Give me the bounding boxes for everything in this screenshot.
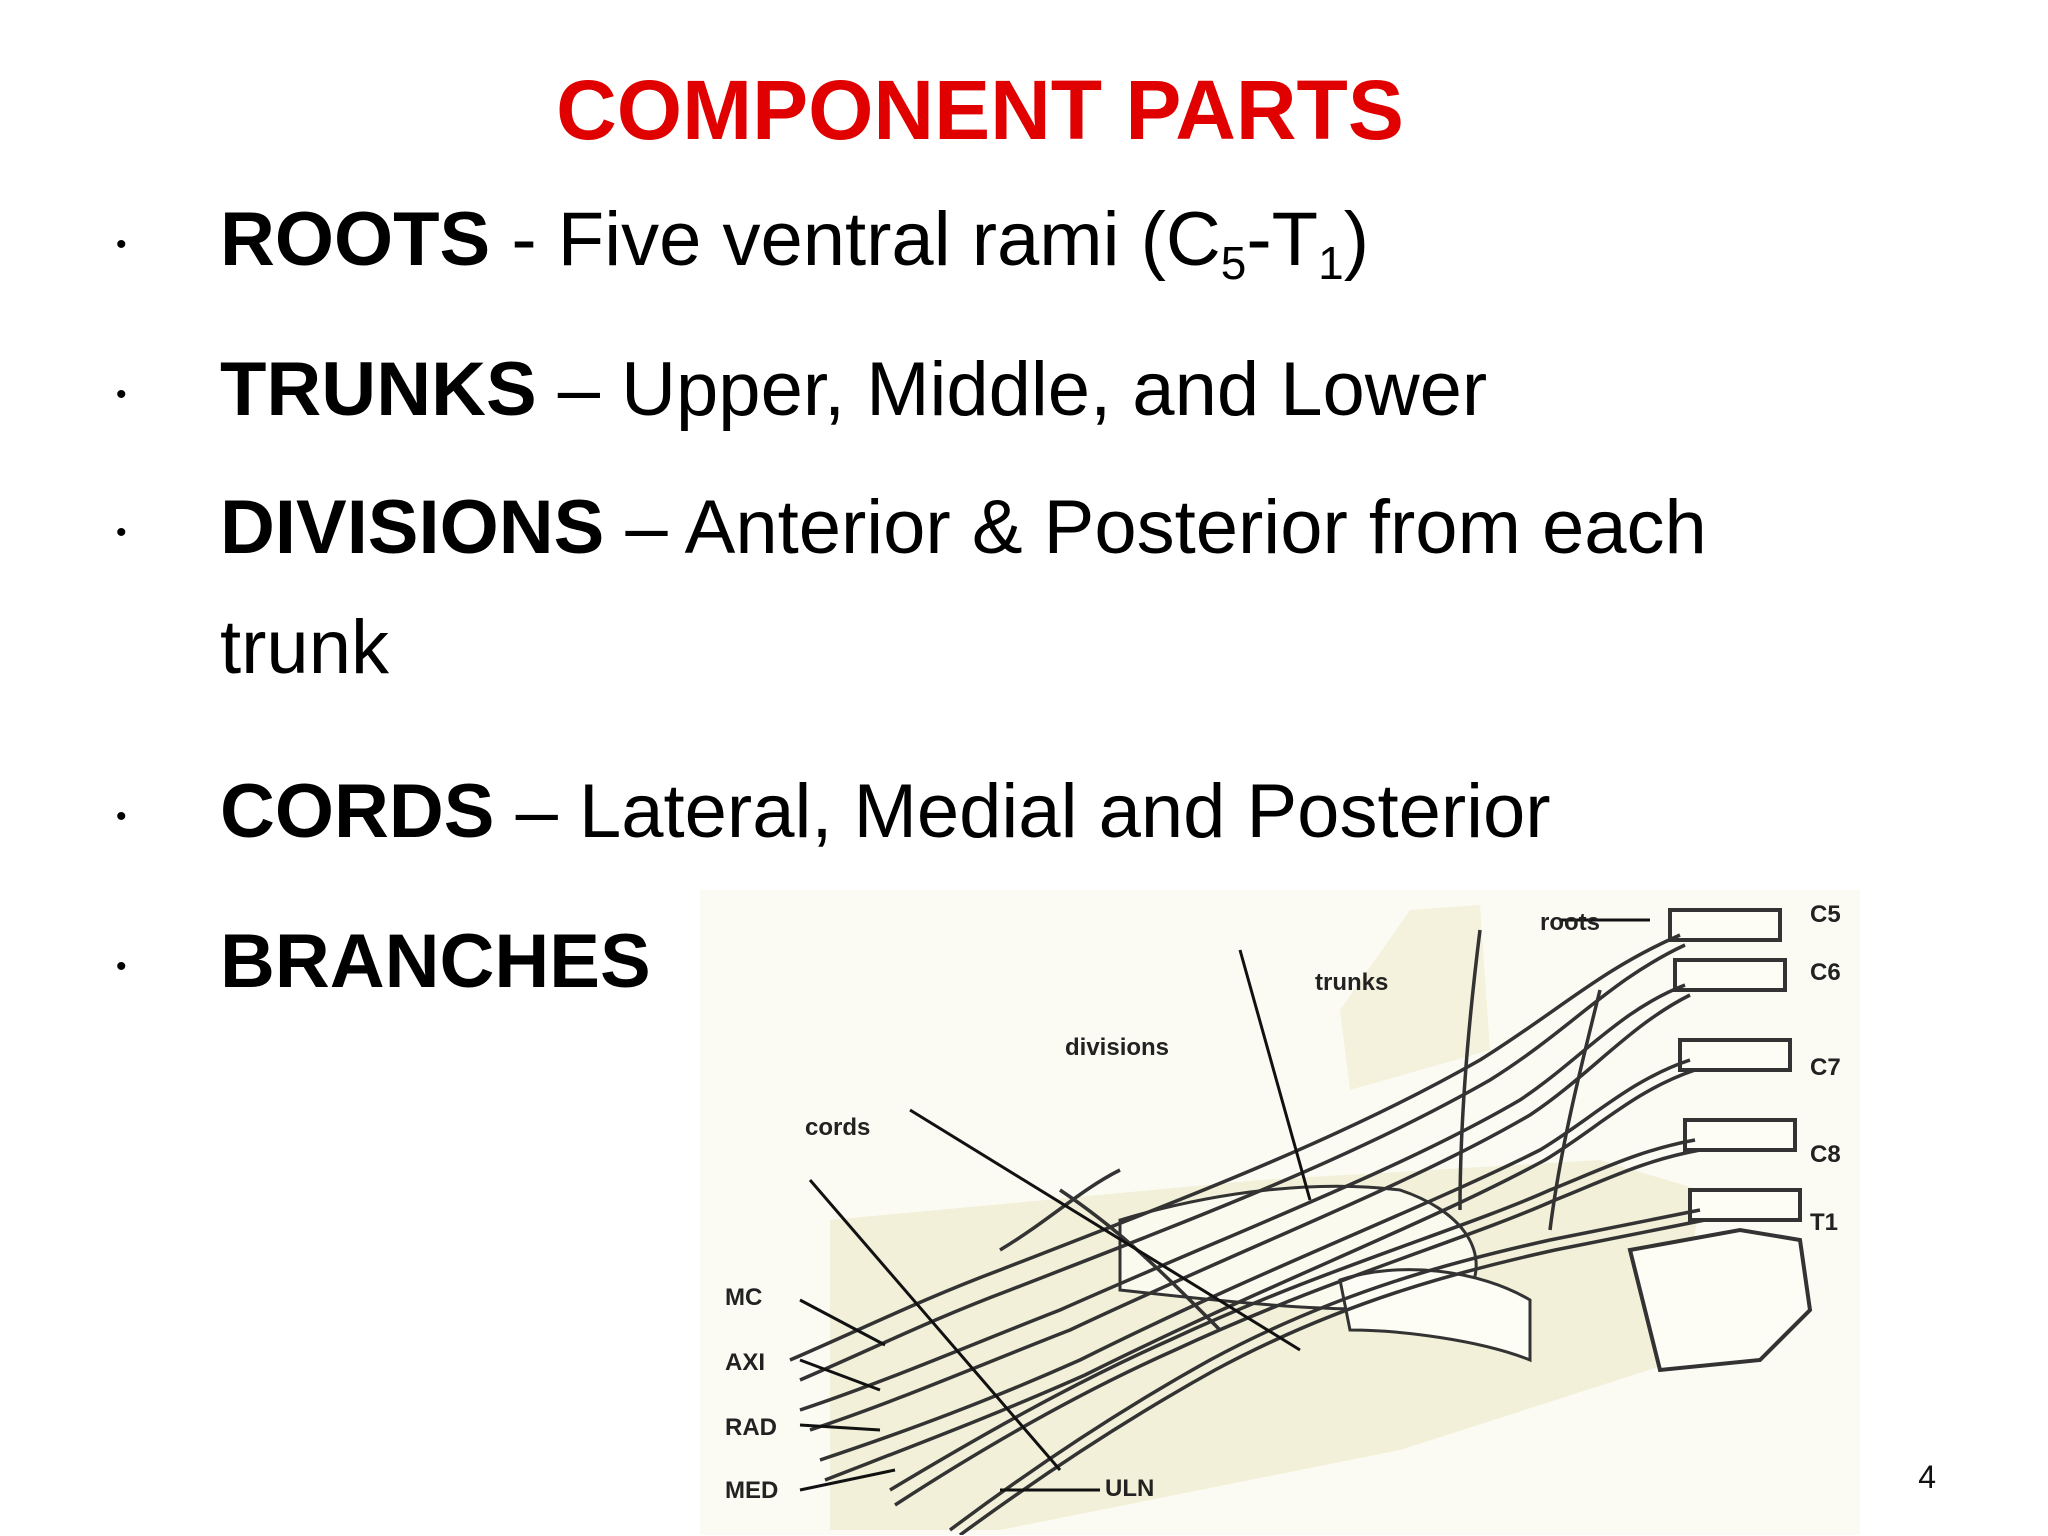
item-term: CORDS: [220, 769, 495, 854]
item-separator: –: [494, 769, 579, 854]
item-term: TRUNKS: [220, 347, 537, 432]
label-c8: C8: [1810, 1141, 1841, 1168]
brachial-plexus-diagram: roots trunks divisions cords MC AXI RAD …: [700, 890, 1860, 1535]
label-med: MED: [725, 1477, 778, 1504]
label-c7: C7: [1810, 1054, 1841, 1081]
item-trunks: TRUNKS – Upper, Middle, and Lower: [220, 346, 1487, 433]
subscript: 1: [1318, 237, 1344, 289]
item-desc-mid: -T: [1246, 197, 1319, 282]
label-roots: roots: [1540, 909, 1600, 936]
label-c5: C5: [1810, 901, 1841, 928]
leader-lines: [799, 918, 1650, 1492]
label-c6: C6: [1810, 959, 1841, 986]
bullet-marker: •: [116, 378, 127, 411]
item-divisions-continued: trunk: [220, 605, 389, 690]
label-divisions: divisions: [1065, 1034, 1169, 1061]
item-desc: Anterior & Posterior from each: [684, 485, 1707, 570]
bullet-marker: •: [116, 228, 127, 261]
label-axi: AXI: [725, 1349, 765, 1376]
bullet-marker: •: [116, 800, 127, 833]
slide-title: COMPONENT PARTS: [556, 63, 1404, 157]
item-separator: –: [604, 485, 685, 570]
item-separator: -: [490, 197, 558, 282]
first-rib: [1338, 1268, 1532, 1363]
item-term: ROOTS: [220, 197, 491, 282]
label-trunks: trunks: [1315, 969, 1388, 996]
label-uln: ULN: [1105, 1475, 1154, 1502]
item-desc: Upper, Middle, and Lower: [621, 347, 1488, 432]
label-cords: cords: [805, 1114, 870, 1141]
item-separator: –: [536, 347, 622, 432]
bullet-marker: •: [116, 516, 127, 549]
item-cords: CORDS – Lateral, Medial and Posterior: [220, 768, 1551, 855]
subscript: 5: [1220, 237, 1247, 289]
item-desc: Five ventral rami (C: [557, 197, 1221, 282]
item-divisions: DIVISIONS – Anterior & Posterior from ea…: [220, 484, 1707, 571]
page-number: 4: [1918, 1459, 1936, 1495]
label-t1: T1: [1810, 1209, 1838, 1236]
bullet-marker: •: [116, 950, 127, 983]
label-rad: RAD: [725, 1414, 777, 1441]
label-mc: MC: [725, 1284, 762, 1311]
item-term: DIVISIONS: [220, 485, 605, 570]
item-desc-end: ): [1343, 197, 1370, 282]
item-branches: BRANCHES: [220, 918, 651, 1005]
item-term: BRANCHES: [220, 919, 651, 1004]
item-desc: Lateral, Medial and Posterior: [578, 769, 1551, 854]
vertebral-column: [1627, 908, 1813, 1373]
item-roots: ROOTS - Five ventral rami (C5-T1): [220, 196, 1369, 290]
